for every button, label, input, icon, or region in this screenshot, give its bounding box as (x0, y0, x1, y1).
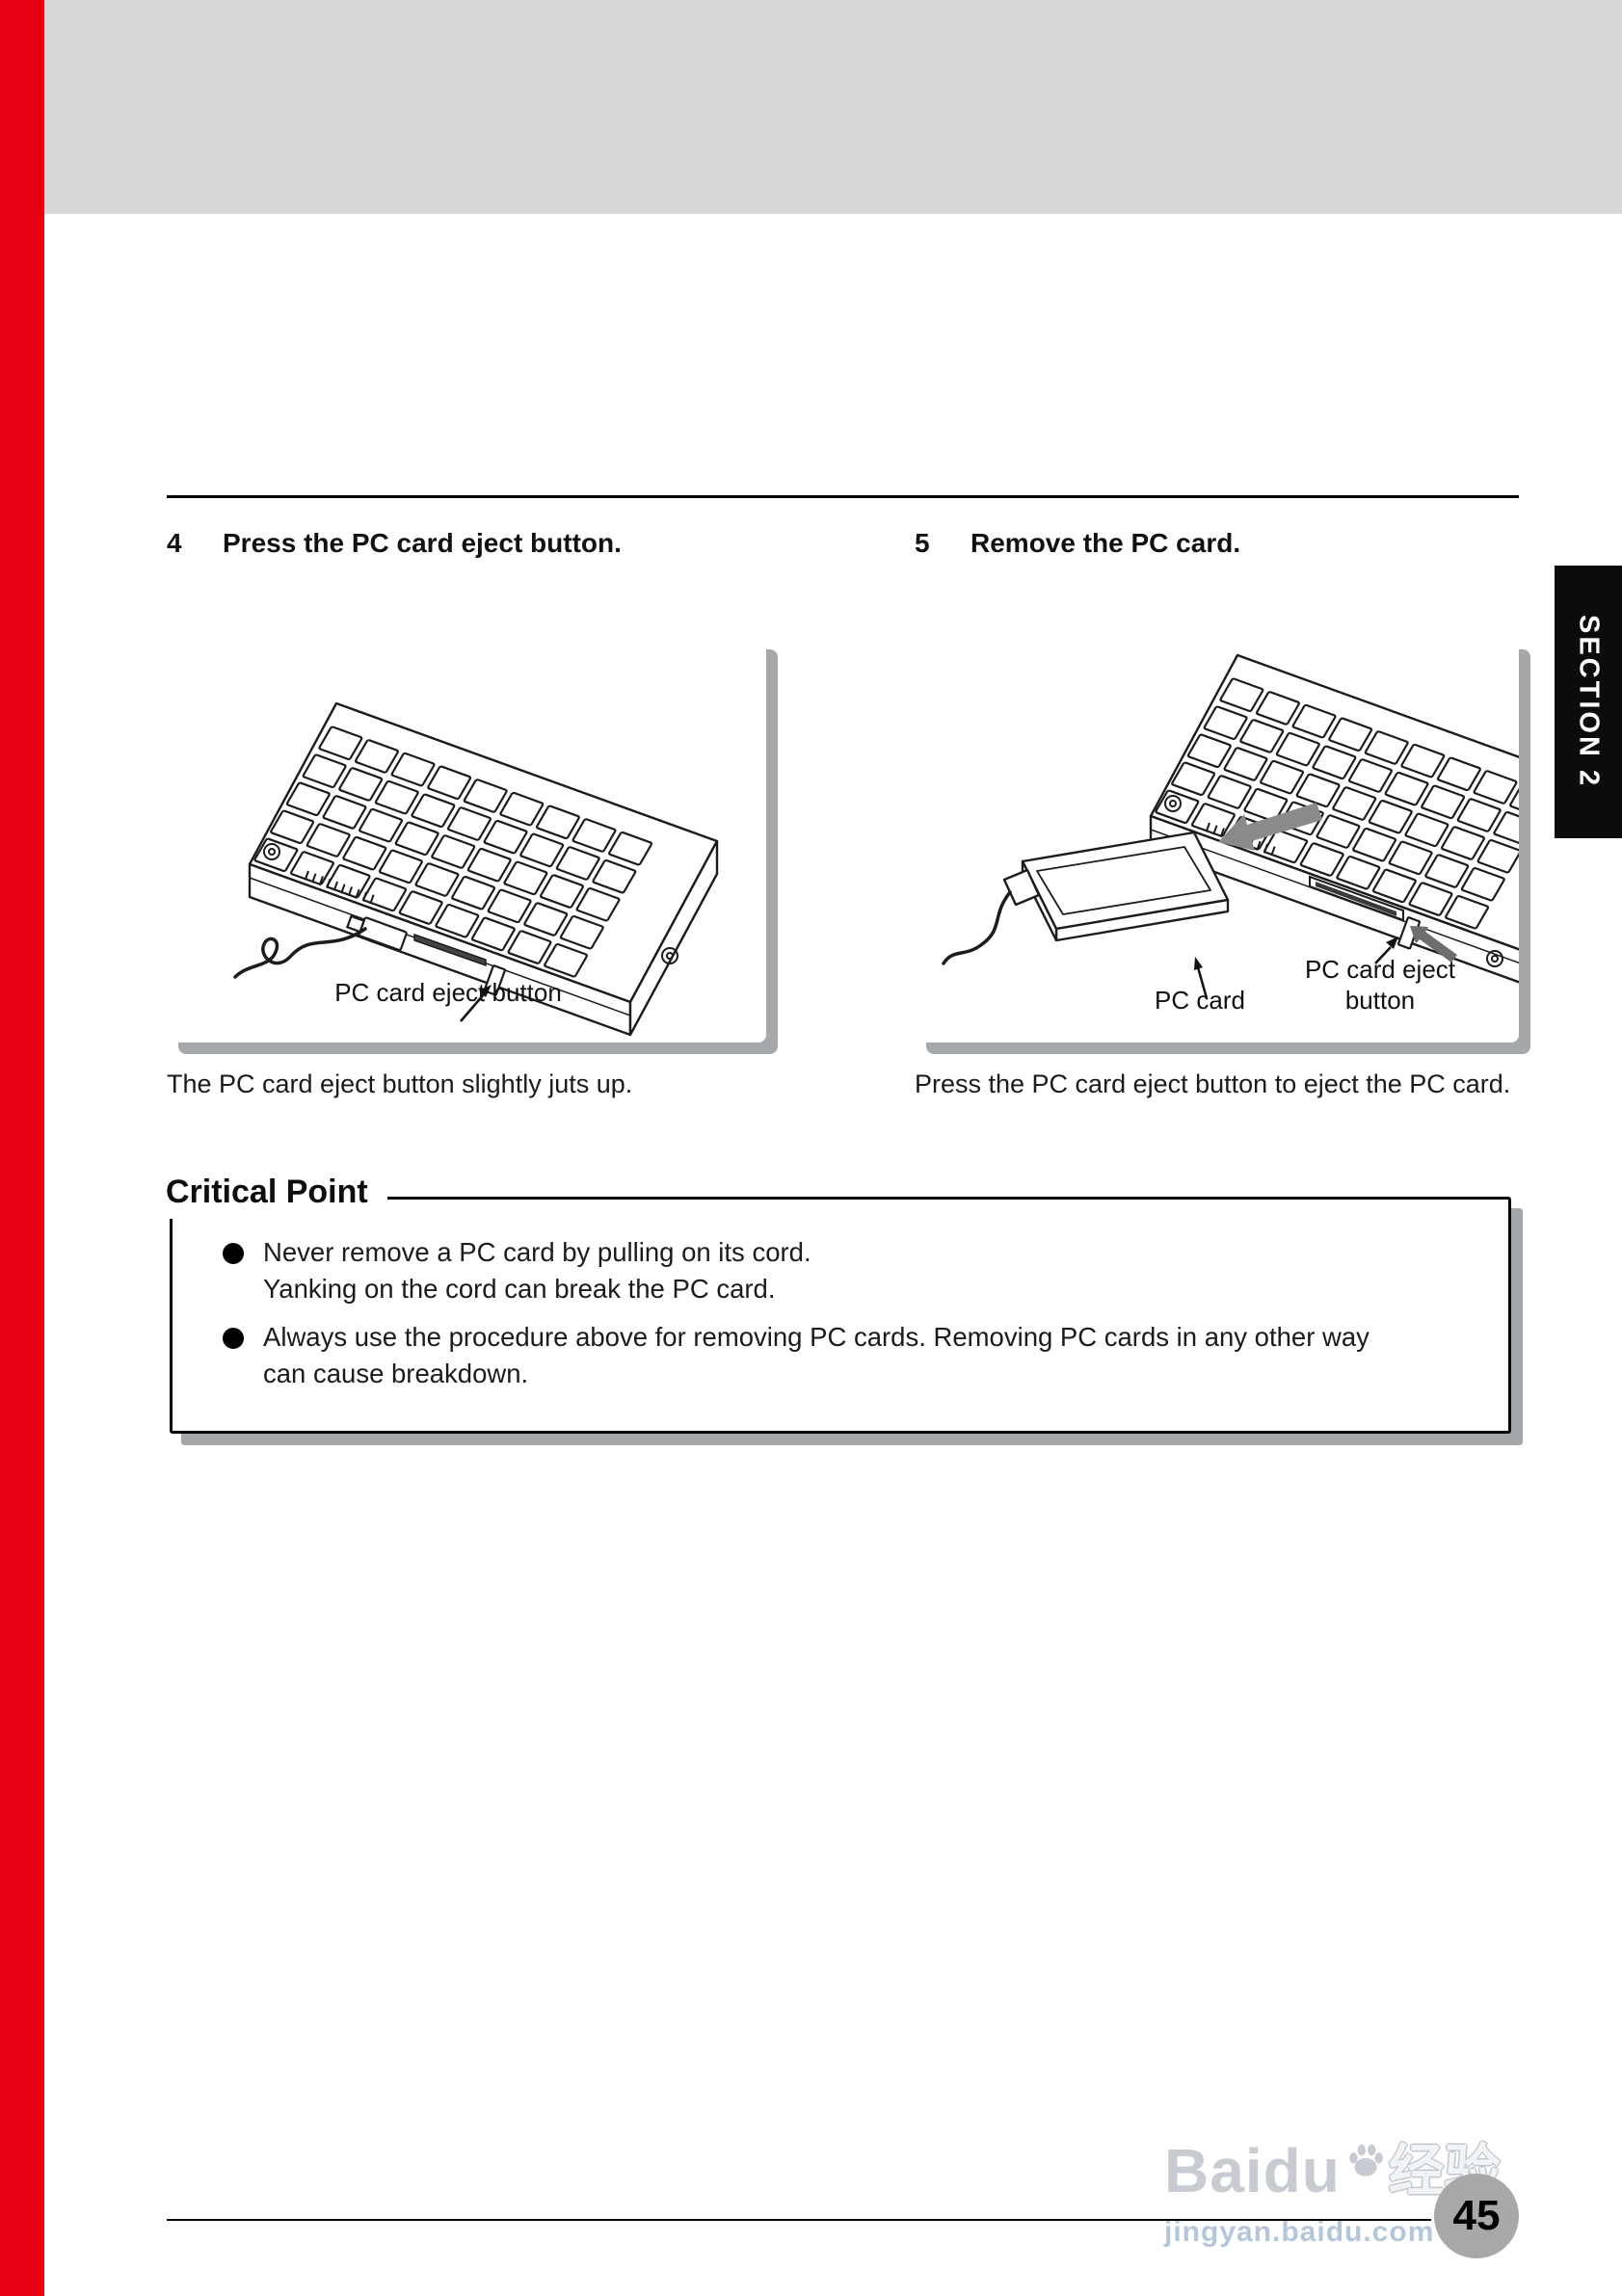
cable-drawing (942, 890, 1012, 965)
bullet2-text: Always use the procedure above for remov… (263, 1322, 1369, 1388)
removal-arrow-icon (1218, 803, 1322, 851)
step5-pccard-label: PC card (1155, 986, 1245, 1015)
page-number-badge: 45 (1434, 2174, 1519, 2258)
eject-press-arrow-icon (1410, 926, 1457, 963)
eject-button-pointer-arrow (460, 985, 492, 1022)
step4-eject-label: PC card eject button (334, 978, 562, 1007)
step5-illustration (942, 653, 1519, 999)
watermark-brand: Baidu (1164, 2136, 1341, 2205)
step4-heading: 4 Press the PC card eject button. (167, 528, 784, 559)
baidu-paw-icon (1348, 2144, 1383, 2177)
step5-title: Remove the PC card. (971, 528, 1241, 558)
step4-description: The PC card eject button slightly juts u… (167, 1069, 633, 1098)
critical-point-section: Critical Point Never remove a PC card by… (166, 1174, 1511, 1434)
cable-drawing (233, 927, 367, 979)
screw-detail (263, 843, 678, 964)
pc-card-pointer-arrow (1194, 957, 1209, 999)
laptop-right-face (628, 839, 719, 1037)
slot-connector (345, 914, 408, 952)
screw-detail (1164, 795, 1503, 967)
section-tab: SECTION 2 (1555, 566, 1622, 838)
step5-eject-label: PC card eject button (1304, 955, 1456, 1015)
footer-rule (167, 2219, 1431, 2221)
eject-button-pointer-arrow (1374, 937, 1398, 964)
critical-point-bullet-1: Never remove a PC card by pulling on its… (223, 1234, 1476, 1307)
step4-title: Press the PC card eject button. (223, 528, 622, 558)
page-top-band (44, 0, 1622, 214)
step5-number: 5 (915, 528, 930, 558)
section-tab-label: SECTION 2 (1573, 615, 1605, 789)
card-slot (413, 933, 487, 967)
page-edge-stripe (0, 0, 44, 2296)
page-number: 45 (1452, 2192, 1501, 2239)
vent-lines (304, 870, 375, 905)
card-connector (1002, 868, 1041, 907)
step5-figure: PC card PC card eject button (915, 638, 1519, 1042)
content-top-rule (167, 495, 1519, 498)
critical-point-heading: Critical Point (166, 1174, 387, 1219)
step4-number: 4 (167, 528, 182, 558)
pc-card-drawing (1002, 831, 1230, 942)
bullet-icon (223, 1243, 244, 1264)
step4-figure: PC card eject button (167, 638, 766, 1042)
step4-illustration (233, 701, 719, 1037)
step5-heading: 5 Remove the PC card. (915, 528, 1520, 559)
critical-point-bullet-2: Always use the procedure above for remov… (223, 1319, 1476, 1392)
watermark-url: jingyan.baidu.com (1164, 2216, 1435, 2248)
bullet1-line2: Yanking on the cord can break the PC car… (263, 1274, 776, 1304)
step5-description: Press the PC card eject button to eject … (915, 1069, 1511, 1098)
card-slot-slit (1316, 882, 1396, 916)
bullet1-line1: Never remove a PC card by pulling on its… (263, 1237, 811, 1267)
bullet-icon (223, 1328, 244, 1349)
critical-point-box: Never remove a PC card by pulling on its… (170, 1197, 1511, 1434)
